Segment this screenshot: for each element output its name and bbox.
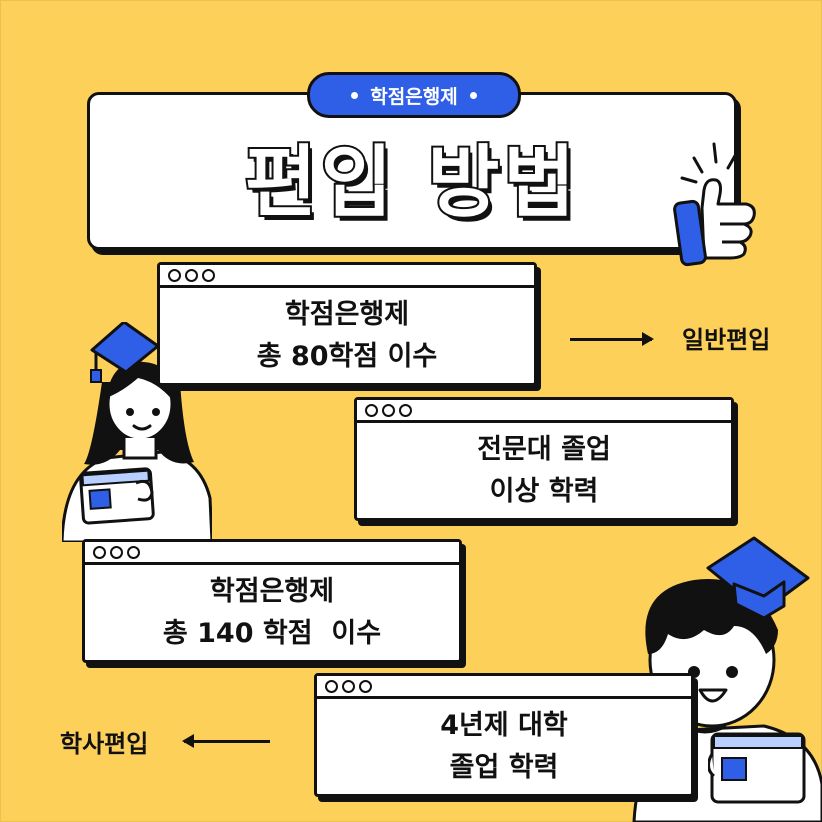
step-card-university-graduate: 4년제 대학 졸업 학력 <box>314 673 694 797</box>
id-card-icon <box>708 732 806 804</box>
window-bar <box>317 676 691 699</box>
id-card-icon <box>79 467 155 525</box>
card-line-1: 학점은행제 <box>284 299 410 330</box>
card-line-2: 이상 학력 <box>489 476 599 507</box>
category-badge: 학점은행제 <box>307 72 521 118</box>
bachelor-transfer-label: 학사편입 <box>60 730 149 758</box>
window-bar <box>357 400 731 423</box>
arrow-left <box>182 734 270 748</box>
arrow-right <box>570 332 654 346</box>
window-bar <box>85 542 459 565</box>
badge-label: 학점은행제 <box>370 85 458 108</box>
step-card-credit-80: 학점은행제 총 80학점 이수 <box>157 262 537 386</box>
thumbs-up-icon <box>673 142 756 267</box>
card-line-1: 전문대 졸업 <box>477 434 611 465</box>
badge-dot-left <box>351 91 359 99</box>
window-bar <box>160 265 534 288</box>
card-line-1: 학점은행제 <box>209 576 335 607</box>
step-card-credit-140: 학점은행제 총 140 학점 이수 <box>82 539 462 663</box>
badge-dot-right <box>469 91 477 99</box>
card-line-2: 총 140 학점 이수 <box>162 618 382 649</box>
step-card-college-graduate: 전문대 졸업 이상 학력 <box>354 397 734 521</box>
graduation-cap-icon <box>706 536 810 620</box>
card-line-1: 4년제 대학 <box>440 710 568 741</box>
general-transfer-label: 일반편입 <box>682 326 771 354</box>
card-line-2: 총 80학점 이수 <box>256 341 438 372</box>
page-title: 편입 방법 <box>243 136 580 230</box>
card-line-2: 졸업 학력 <box>449 752 559 783</box>
